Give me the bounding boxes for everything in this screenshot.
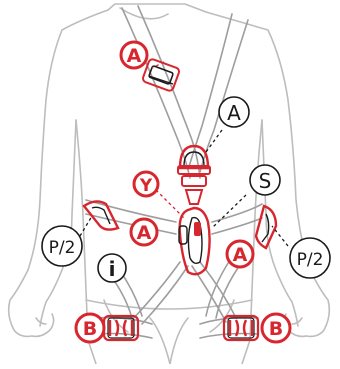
callout-a-left-lateral: A: [131, 219, 157, 245]
body-silhouette: [9, 4, 330, 364]
info-icon: i: [98, 254, 126, 282]
ventral-carabiner: [179, 208, 210, 274]
svg-text:Y: Y: [139, 176, 153, 196]
svg-text:A: A: [137, 222, 152, 244]
svg-text:A: A: [227, 101, 241, 125]
callout-a-right-lateral: A: [227, 241, 253, 267]
callout-s: S: [250, 165, 280, 195]
right-leg-buckle: [224, 316, 258, 340]
svg-text:P/2: P/2: [49, 238, 76, 258]
svg-text:A: A: [127, 45, 142, 67]
sternal-d-ring: [178, 146, 210, 204]
callout-b-left: B: [76, 314, 104, 342]
svg-text:A: A: [233, 244, 248, 266]
svg-text:S: S: [259, 169, 272, 193]
callout-a-shoulder: A: [121, 42, 147, 68]
callout-b-right: B: [262, 314, 290, 342]
callout-p2-right: P/2: [290, 238, 330, 278]
svg-text:i: i: [109, 257, 116, 281]
svg-text:B: B: [269, 318, 283, 340]
svg-text:P/2: P/2: [297, 250, 324, 270]
callout-p2-left: P/2: [42, 226, 82, 266]
svg-text:B: B: [83, 318, 97, 340]
callout-y: Y: [134, 172, 158, 196]
harness-straps: [86, 6, 262, 338]
callout-a-sternal: A: [219, 97, 249, 127]
shoulder-buckle: [142, 58, 180, 91]
